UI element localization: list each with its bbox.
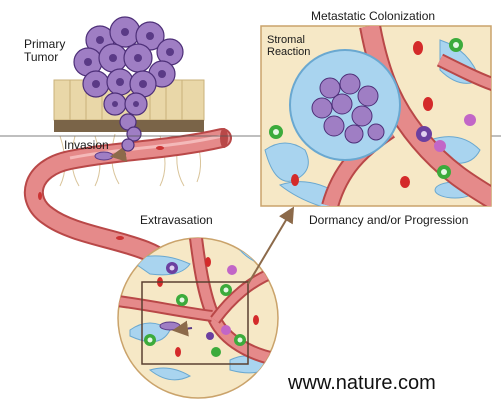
metastatic-colonization-label: Metastatic Colonization: [311, 10, 435, 23]
watermark-text: www.nature.com: [288, 372, 436, 394]
dormancy-progression-label: Dormancy and/or Progression: [309, 214, 468, 227]
progression-arrow: [248, 210, 292, 284]
stromal-reaction-label: Stromal Reaction: [267, 34, 317, 58]
circulating-tumor-cell: [95, 152, 113, 160]
primary-tumor-label: Primary Tumor: [24, 38, 84, 64]
extravasation-label: Extravasation: [140, 214, 213, 227]
invasion-label: Invasion: [64, 139, 109, 152]
